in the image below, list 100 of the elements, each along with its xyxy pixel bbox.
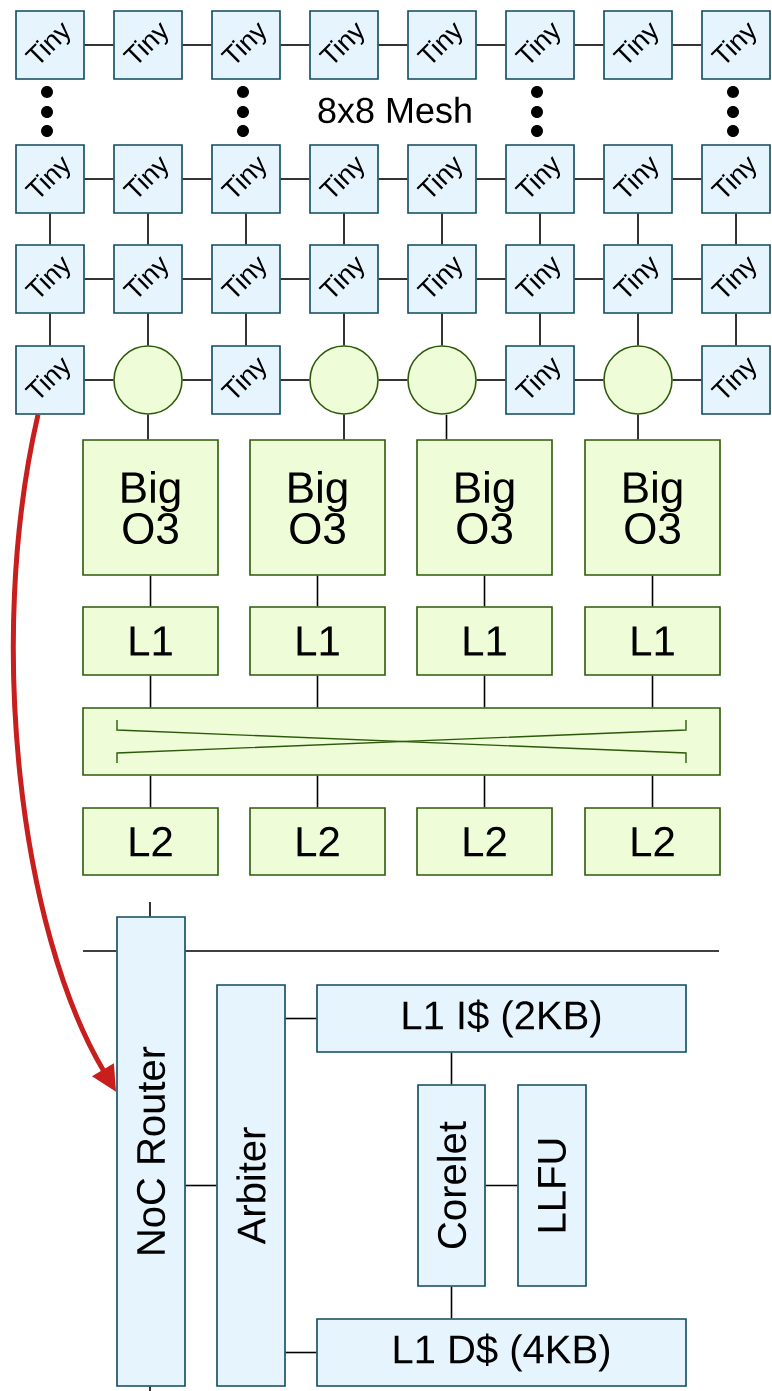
link-line (182, 278, 212, 280)
link-line (149, 1386, 151, 1391)
link-line (378, 379, 408, 381)
link-line (149, 901, 151, 917)
link-line (476, 44, 506, 46)
link-line (149, 775, 152, 808)
core-box: Big O3 (249, 439, 386, 576)
link-line (441, 213, 443, 245)
link-line (651, 775, 654, 808)
link-line (735, 313, 737, 346)
core-box: Tiny (407, 144, 477, 214)
link-line (476, 379, 506, 381)
link-line (185, 1184, 217, 1187)
cache-box: L1 (416, 606, 553, 676)
circle-node (309, 345, 379, 415)
core-box: Tiny (211, 10, 281, 80)
core-box: Big O3 (416, 439, 553, 576)
functional-unit-box: LLFU (517, 1084, 587, 1287)
circle-node (407, 345, 477, 415)
cache-box: L1 (584, 606, 721, 676)
link-line (574, 178, 604, 180)
core-box: Tiny (211, 244, 281, 314)
link-line (182, 44, 212, 46)
link-line (672, 178, 702, 180)
link-line (49, 213, 51, 245)
link-line (84, 44, 114, 46)
link-line (316, 575, 319, 607)
core-box: Tiny (505, 244, 575, 314)
link-line (149, 575, 152, 607)
link-line (84, 379, 114, 381)
arbiter-box: Arbiter (216, 984, 286, 1387)
link-line (316, 775, 319, 808)
link-line (450, 1286, 453, 1319)
link-line (476, 278, 506, 280)
link-line (280, 278, 310, 280)
core-box: Big O3 (82, 439, 219, 576)
cache-box: L1 (249, 606, 386, 676)
cache-box: L2 (416, 807, 553, 876)
link-line (574, 44, 604, 46)
core-box: Tiny (113, 10, 183, 80)
cache-box: L1 I$ (2KB) (316, 984, 687, 1053)
link-line (483, 575, 486, 607)
core-box: Tiny (211, 144, 281, 214)
link-line (245, 313, 247, 346)
link-line (185, 950, 720, 952)
core-box: Tiny (15, 10, 85, 80)
link-line (637, 313, 639, 346)
core-box: Tiny (407, 244, 477, 314)
link-line (84, 278, 114, 280)
core-box: Tiny (113, 244, 183, 314)
cache-box: L2 (249, 807, 386, 876)
link-line (378, 178, 408, 180)
link-line (651, 675, 654, 708)
link-line (735, 213, 737, 245)
link-line (672, 278, 702, 280)
core-box: Tiny (15, 345, 85, 415)
link-line (378, 44, 408, 46)
core-box: Tiny (701, 10, 771, 80)
cache-box: L1 (82, 606, 219, 676)
cache-box: L1 D$ (4KB) (316, 1318, 687, 1387)
link-line (245, 213, 247, 245)
core-box: Tiny (701, 345, 771, 415)
link-line (285, 1351, 317, 1354)
core-box: Tiny (505, 10, 575, 80)
cache-box: L2 (82, 807, 219, 876)
link-line (343, 414, 345, 440)
link-line (672, 379, 702, 381)
core-box: Tiny (407, 10, 477, 80)
link-line (574, 379, 604, 381)
link-line (343, 313, 345, 346)
circle-node (113, 345, 183, 415)
link-line (285, 1017, 317, 1020)
core-box: Tiny (701, 244, 771, 314)
link-line (483, 775, 486, 808)
core-box: Tiny (309, 144, 379, 214)
core-box: Tiny (505, 144, 575, 214)
core-box: Corelet (417, 1084, 486, 1287)
crossbar-box (82, 707, 721, 776)
link-line (84, 178, 114, 180)
link-line (483, 675, 486, 708)
core-box: Big O3 (584, 439, 721, 576)
link-line (280, 379, 310, 381)
core-box: Tiny (309, 244, 379, 314)
link-line (450, 1052, 453, 1085)
link-line (182, 379, 212, 381)
core-box: Tiny (15, 144, 85, 214)
core-box: Tiny (505, 345, 575, 415)
link-line (147, 313, 149, 346)
link-line (149, 675, 152, 708)
link-line (574, 278, 604, 280)
link-line (476, 178, 506, 180)
link-line (378, 278, 408, 280)
link-line (539, 313, 541, 346)
core-box: Tiny (603, 144, 673, 214)
core-box: Tiny (603, 10, 673, 80)
core-box: Tiny (701, 144, 771, 214)
core-box: Tiny (309, 10, 379, 80)
router-box: NoC Router (116, 916, 186, 1387)
link-line (485, 1184, 518, 1187)
link-line (316, 675, 319, 708)
